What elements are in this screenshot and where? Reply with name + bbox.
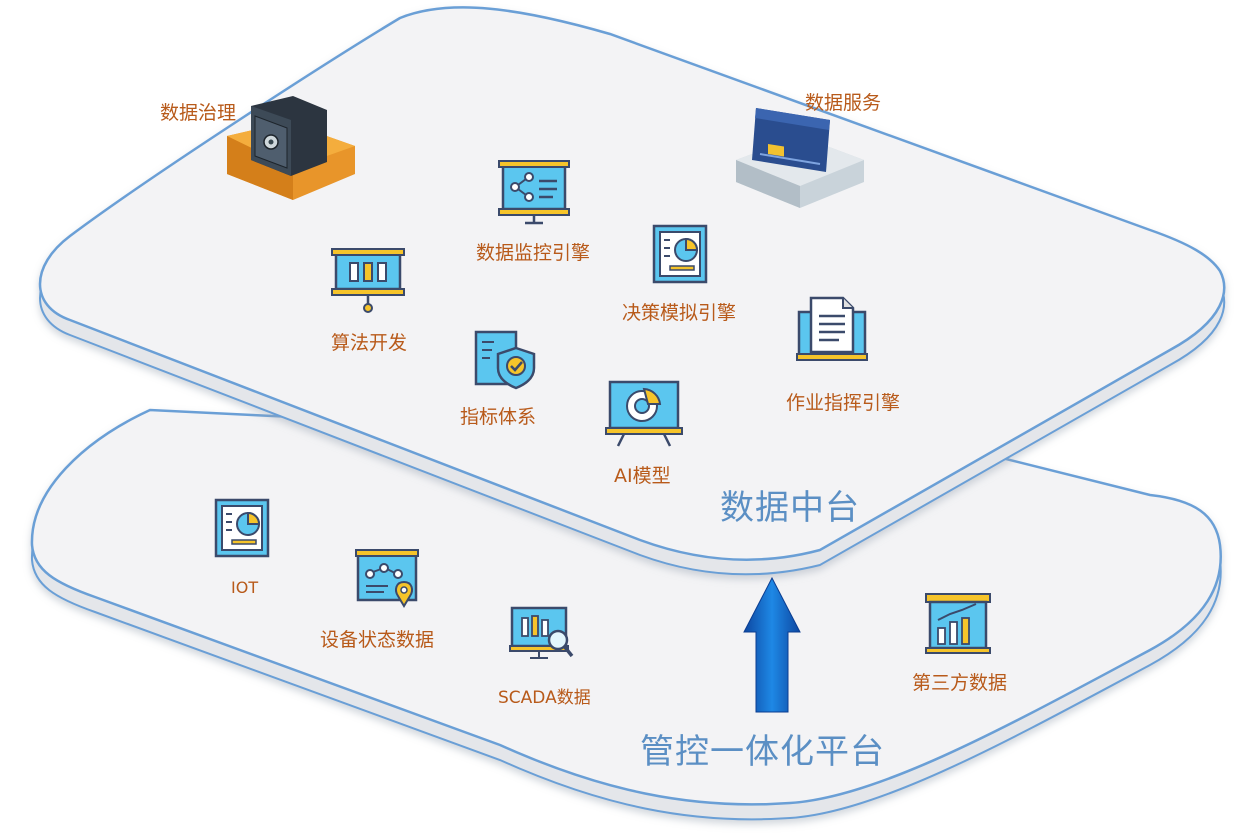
top-layer-title: 数据中台 bbox=[720, 488, 860, 528]
bottom-layer-title: 管控一体化平台 bbox=[640, 732, 885, 772]
report-pie-icon bbox=[652, 224, 708, 284]
report-pie-icon bbox=[214, 498, 270, 558]
label-indicator-system: 指标体系 bbox=[460, 406, 537, 428]
presentation-share-icon bbox=[498, 160, 570, 225]
bottom-platform bbox=[30, 408, 1222, 821]
monitor-search-icon bbox=[509, 606, 574, 659]
bar-chart-icon bbox=[925, 593, 991, 654]
label-decision-sim-engine: 决策模拟引擎 bbox=[622, 302, 737, 324]
label-data-governance: 数据治理 bbox=[160, 102, 237, 124]
label-operation-command-engine: 作业指挥引擎 bbox=[786, 392, 901, 414]
label-algorithm-dev: 算法开发 bbox=[331, 332, 408, 354]
document-monitor-icon bbox=[796, 296, 868, 361]
label-scada: SCADA数据 bbox=[498, 688, 591, 708]
label-device-status: 设备状态数据 bbox=[320, 629, 435, 651]
card-icon bbox=[736, 108, 864, 208]
board-location-icon bbox=[355, 549, 419, 608]
arrow-up-icon bbox=[743, 576, 801, 713]
shield-check-icon bbox=[474, 330, 536, 390]
safe-icon bbox=[227, 96, 355, 200]
label-iot: IOT bbox=[231, 578, 259, 597]
label-ai-model: AI模型 bbox=[614, 465, 671, 487]
label-data-service: 数据服务 bbox=[805, 92, 882, 114]
label-third-party: 第三方数据 bbox=[912, 672, 1008, 694]
presentation-bars-icon bbox=[331, 248, 405, 313]
monitor-pie-icon bbox=[605, 380, 683, 447]
label-data-monitor-engine: 数据监控引擎 bbox=[476, 242, 591, 264]
